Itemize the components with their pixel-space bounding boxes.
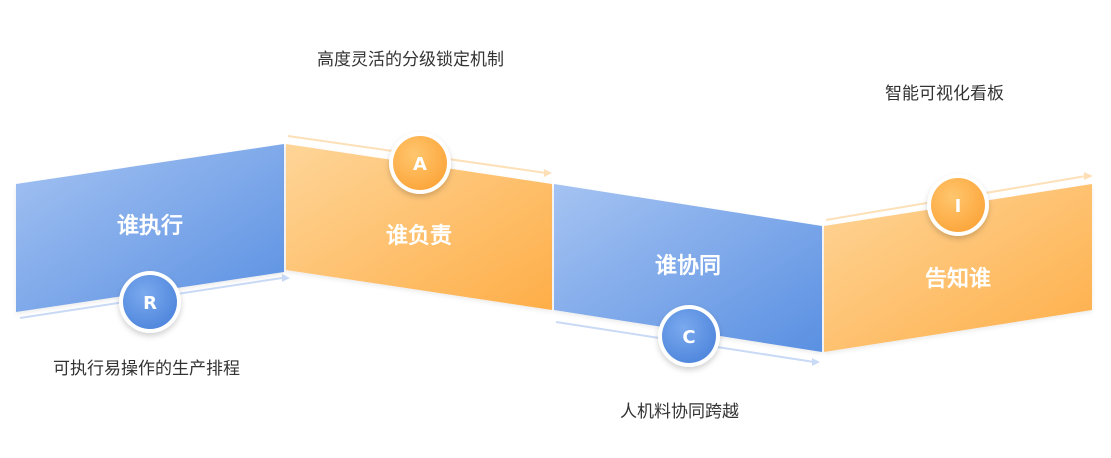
panel-i: 告知谁 I	[824, 172, 1093, 352]
panel-c-title: 谁协同	[655, 254, 721, 279]
panel-r-badge-letter: R	[143, 293, 157, 314]
panel-a: 谁负责 A	[286, 132, 552, 310]
panel-c: 谁协同 C	[554, 184, 822, 367]
panel-c-shape	[554, 184, 822, 352]
panel-a-shape	[286, 144, 552, 310]
panel-a-arrow-head	[544, 169, 552, 177]
panel-i-title: 告知谁	[925, 266, 991, 292]
panel-i-badge	[931, 178, 985, 232]
panel-a-badge-letter: A	[413, 154, 427, 175]
panel-r: 谁执行 R	[16, 144, 290, 333]
panel-r-description: 可执行易操作的生产排程	[53, 359, 240, 379]
panel-a-description: 高度灵活的分级锁定机制	[317, 50, 504, 70]
panel-r-badge	[123, 275, 177, 329]
panel-a-title: 谁负责	[386, 223, 452, 249]
panel-i-badge-letter: I	[955, 196, 962, 217]
panel-c-description: 人机料协同跨越	[620, 402, 739, 422]
panel-r-shape	[16, 144, 284, 312]
panel-i-arrow-head	[1084, 172, 1093, 180]
panel-c-badge	[662, 309, 716, 363]
panel-r-title: 谁执行	[117, 213, 183, 239]
panel-c-arrow-head	[812, 358, 820, 366]
panel-r-arrow-head	[282, 274, 290, 282]
panel-i-description: 智能可视化看板	[885, 84, 1004, 104]
panel-a-badge	[393, 136, 447, 190]
panel-c-badge-letter: C	[682, 327, 695, 348]
panel-i-shape	[824, 184, 1092, 352]
